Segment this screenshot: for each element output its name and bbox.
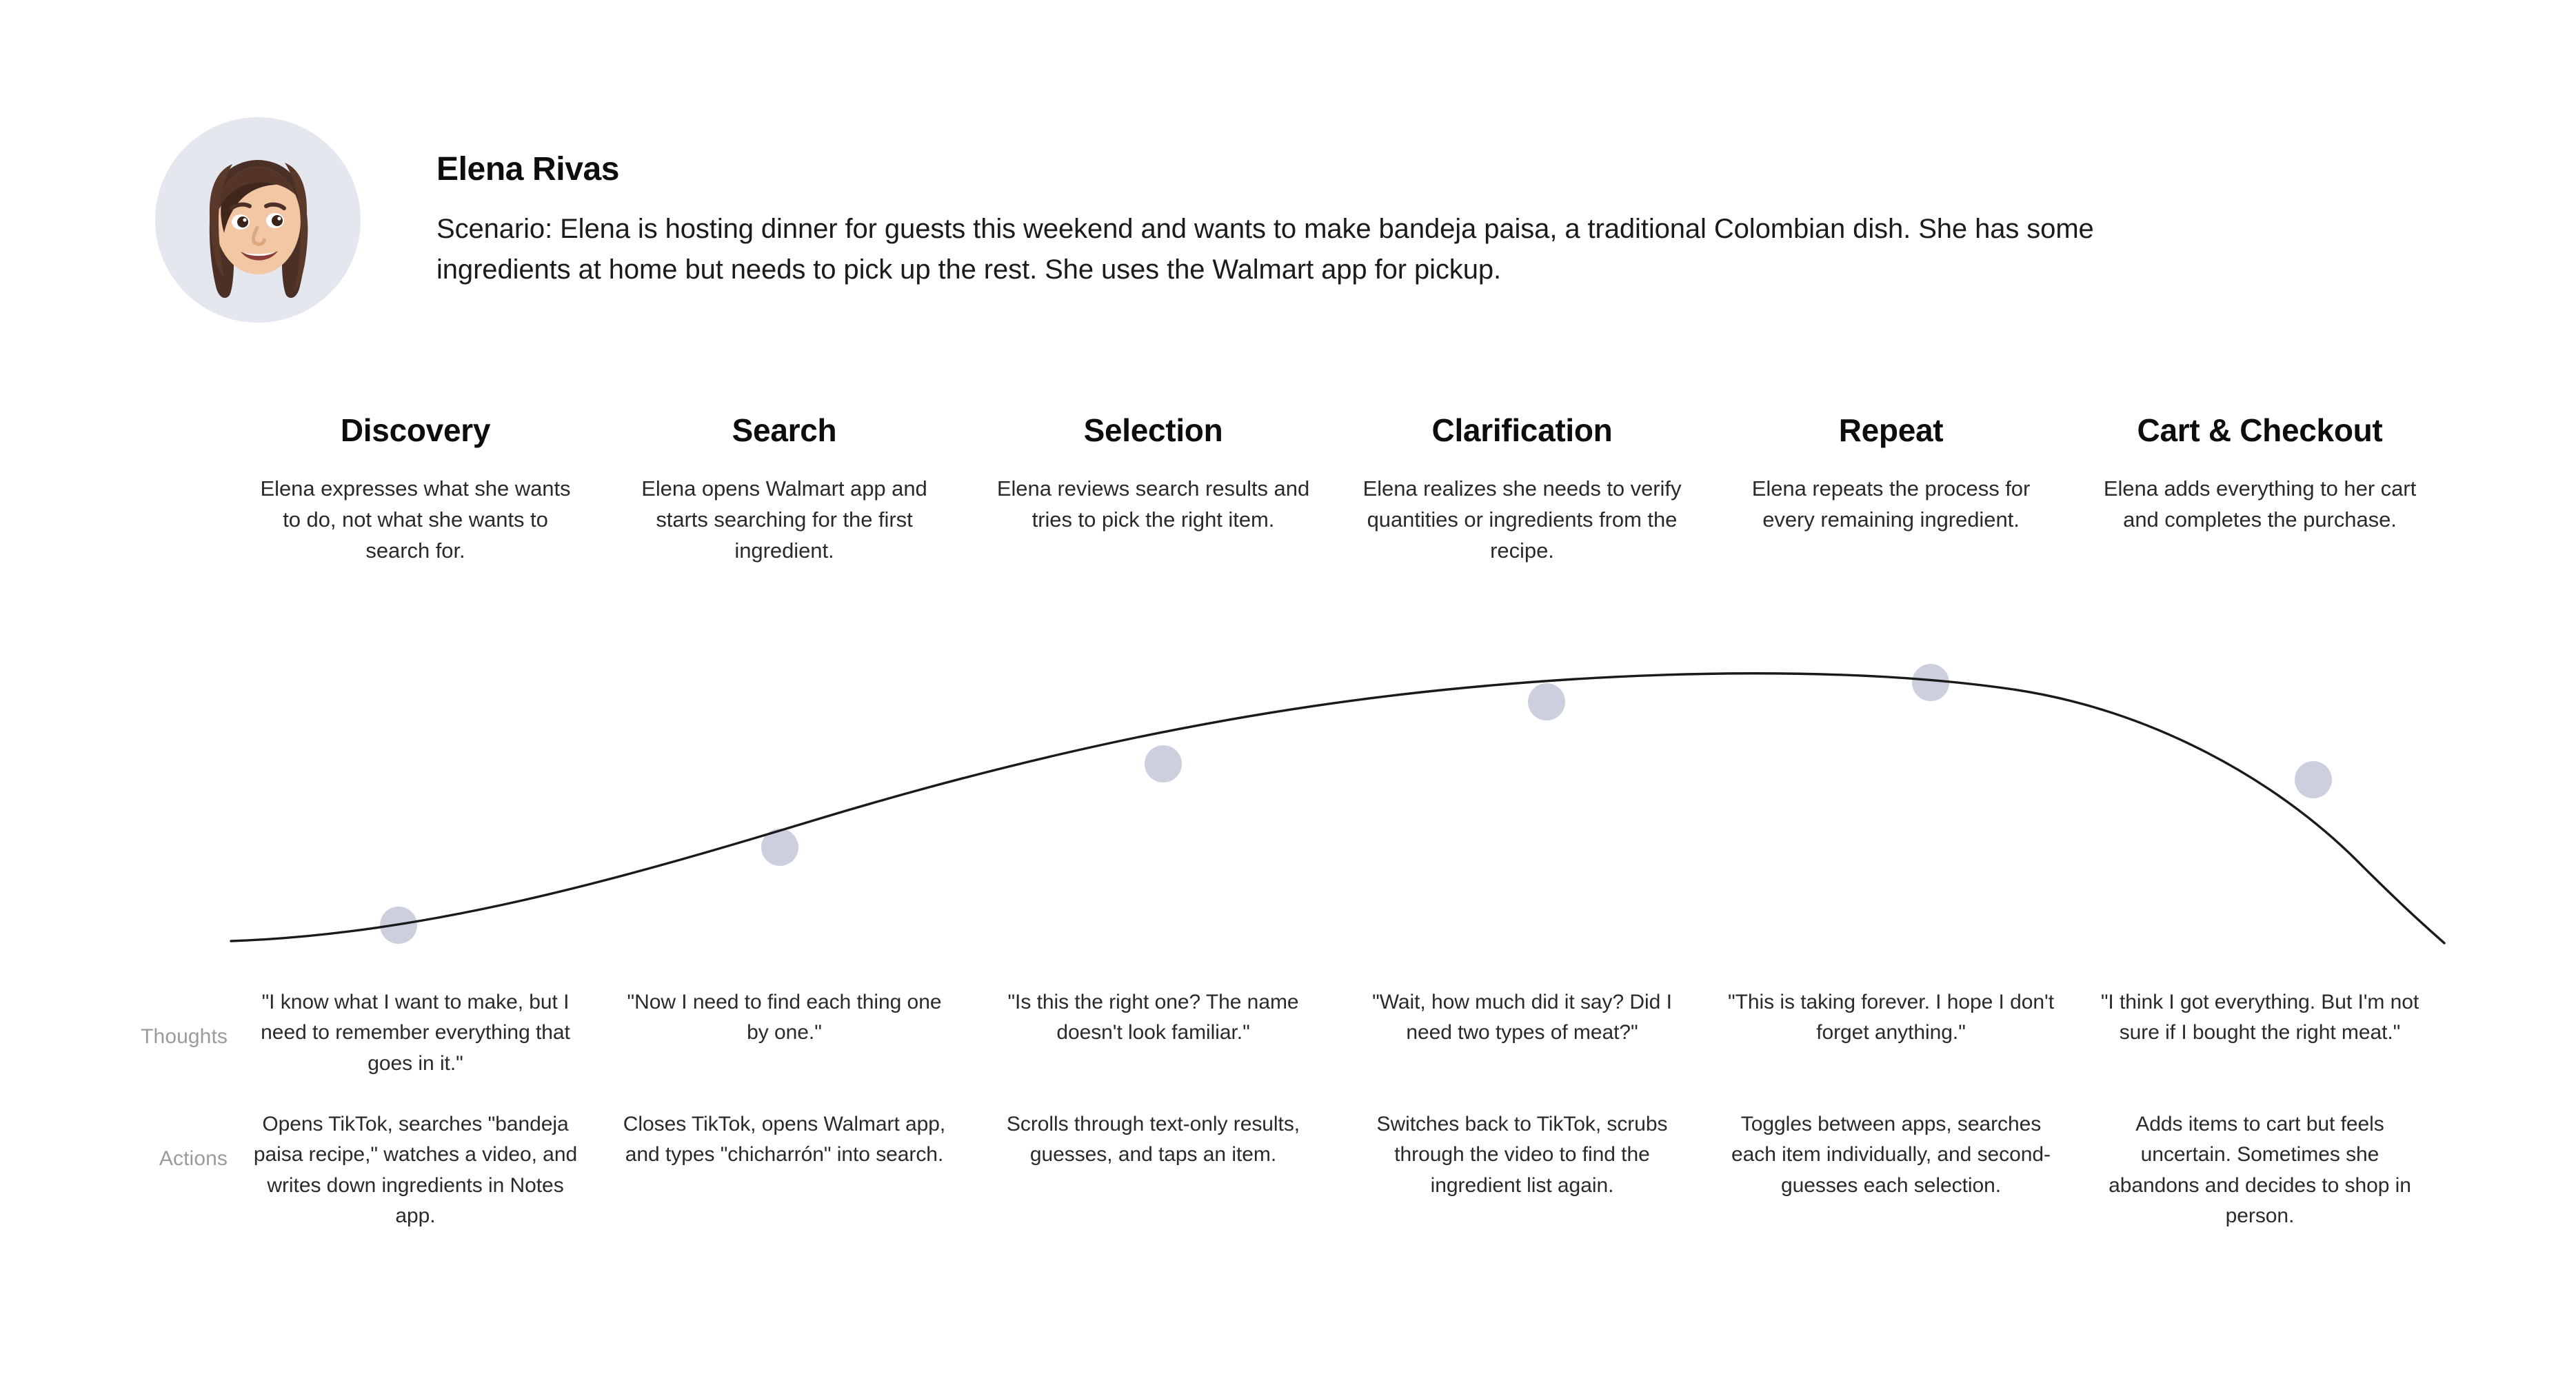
emotion-dot: [380, 907, 417, 944]
hair-left-strand: [209, 164, 232, 277]
persona-header: Elena Rivas Scenario: Elena is hosting d…: [155, 117, 2105, 323]
stage-description: Elena opens Walmart app and starts searc…: [641, 476, 927, 563]
stage-title: Repeat: [1838, 412, 1944, 448]
action-cell-search: Closes TikTok, opens Walmart app, and ty…: [623, 1113, 946, 1166]
action-cell-repeat: Toggles between apps, searches each item…: [1731, 1113, 2051, 1197]
stage-description: Elena repeats the process for every rema…: [1751, 476, 2031, 532]
stage-title: Search: [732, 412, 837, 448]
stage-title: Selection: [1083, 412, 1223, 448]
iris-left: [237, 216, 248, 228]
stage-column-search: Search Elena opens Walmart app and start…: [600, 412, 969, 567]
scenario-text: Scenario: Elena is hosting dinner for gu…: [436, 213, 2094, 285]
eye-highlight-left: [243, 218, 247, 222]
eye-highlight-right: [277, 216, 281, 221]
emotion-dot: [1528, 683, 1565, 720]
avatar: [155, 117, 361, 323]
stage-header-row: Discovery Elena expresses what she wants…: [231, 412, 2444, 567]
action-cell-clarification: Switches back to TikTok, scrubs through …: [1376, 1113, 1668, 1197]
stage-description: Elena reviews search results and tries t…: [996, 476, 1310, 532]
eyebrow-left: [230, 202, 252, 210]
row-label-thoughts: Thoughts: [141, 1025, 228, 1048]
stage-column-clarification: Clarification Elena realizes she needs t…: [1338, 412, 1707, 567]
teeth: [243, 252, 276, 256]
emotion-curve-dots: [380, 664, 2332, 944]
thought-cell-clarification: "Wait, how much did it say? Did I need t…: [1372, 991, 1672, 1044]
emotion-curve-line: [230, 672, 2446, 945]
persona-text-block: Elena Rivas Scenario: Elena is hosting d…: [436, 117, 2105, 290]
thoughts-row: "I know what I want to make, but I need …: [231, 987, 2444, 1079]
action-cell-discovery: Opens TikTok, searches "bandeja paisa re…: [253, 1113, 578, 1228]
thought-cell-cart-checkout: "I think I got everything. But I'm not s…: [2100, 991, 2419, 1044]
stage-title: Discovery: [340, 412, 491, 448]
stage-column-cart-checkout: Cart & Checkout Elena adds everything to…: [2075, 412, 2444, 567]
thought-cell-search: "Now I need to find each thing one by on…: [627, 991, 942, 1044]
eyebrow-right: [264, 202, 286, 210]
stage-column-repeat: Repeat Elena repeats the process for eve…: [1707, 412, 2075, 567]
emotion-dot: [2295, 761, 2332, 798]
emotion-dot: [761, 829, 798, 866]
iris-right: [272, 215, 283, 226]
stage-column-selection: Selection Elena reviews search results a…: [969, 412, 1338, 567]
thought-cell-repeat: "This is taking forever. I hope I don't …: [1727, 991, 2054, 1044]
stage-description: Elena adds everything to her cart and co…: [2103, 476, 2417, 532]
stage-title: Clarification: [1431, 412, 1613, 448]
stage-title: Cart & Checkout: [2137, 412, 2383, 448]
hair-right-strand: [285, 163, 308, 290]
actions-row: Opens TikTok, searches "bandeja paisa re…: [231, 1109, 2444, 1232]
emotion-dot: [1912, 664, 1949, 701]
action-cell-cart-checkout: Adds items to cart but feels uncertain. …: [2109, 1113, 2411, 1228]
action-cell-selection: Scrolls through text-only results, guess…: [1006, 1113, 1300, 1166]
thought-cell-selection: "Is this the right one? The name doesn't…: [1007, 991, 1299, 1044]
thought-cell-discovery: "I know what I want to make, but I need …: [261, 991, 570, 1075]
stage-column-discovery: Discovery Elena expresses what she wants…: [231, 412, 600, 567]
stage-description: Elena expresses what she wants to do, no…: [260, 476, 571, 563]
emotion-dot: [1145, 745, 1182, 782]
nose: [251, 225, 266, 246]
row-label-actions: Actions: [159, 1147, 228, 1170]
page-title: Elena Rivas: [436, 151, 620, 188]
stage-description: Elena realizes she needs to verify quant…: [1362, 476, 1682, 563]
memoji-illustration: [209, 160, 308, 299]
